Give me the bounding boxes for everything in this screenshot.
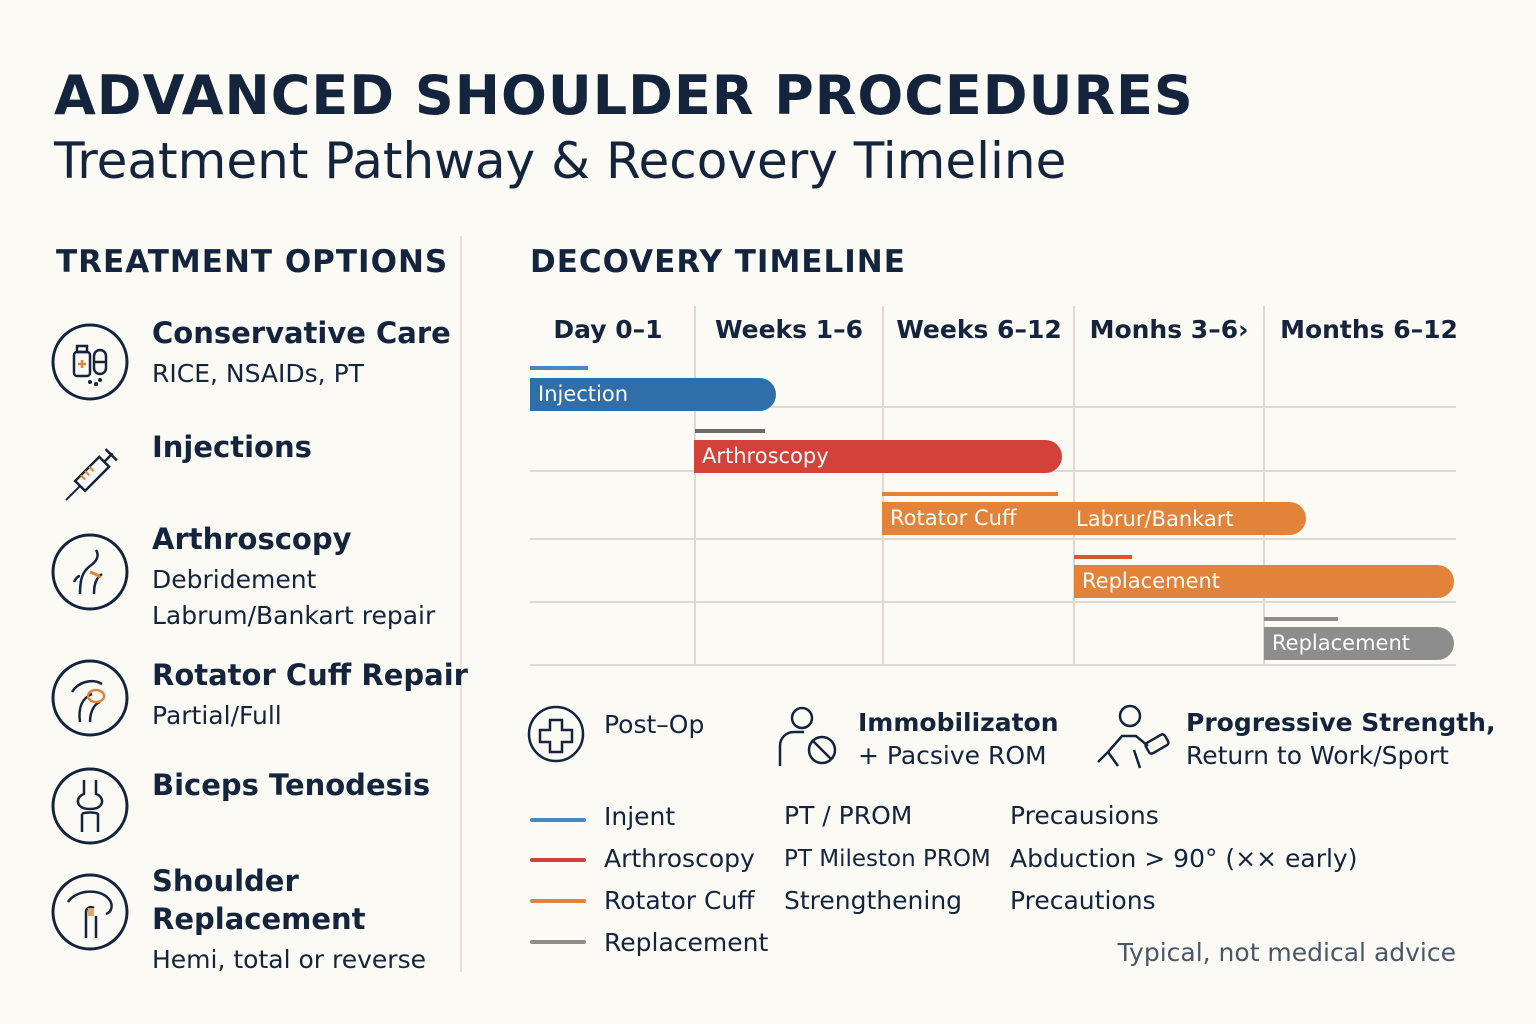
grid-line xyxy=(1263,306,1265,666)
grid-line xyxy=(530,601,1456,603)
phase-title: Post–Op xyxy=(604,710,705,739)
knee-joint-icon xyxy=(50,766,130,846)
legend-label: Injent xyxy=(604,802,676,831)
timeline-bar-injection: Injection xyxy=(530,378,776,411)
treatment-name: Arthroscopy xyxy=(152,522,352,556)
phase-tick xyxy=(695,429,765,433)
legend-col3: Precausions xyxy=(1010,801,1159,830)
disclaimer-note: Typical, not medical advice xyxy=(1117,938,1456,967)
timeline-bar-replacement: Replacement xyxy=(1074,565,1454,598)
treatment-name: Injections xyxy=(152,430,312,464)
phase-tick xyxy=(1264,617,1338,621)
timeline-column-header: Weeks 1–6 xyxy=(714,315,864,344)
grid-line xyxy=(530,406,1456,408)
legend-swatch xyxy=(530,940,586,944)
legend-label: Arthroscopy xyxy=(604,844,755,873)
phase-title: Immobilizaton xyxy=(858,708,1059,737)
legend-label: Rotator Cuff xyxy=(604,886,755,915)
legend-col3: Abduction > 90° (×× early) xyxy=(1010,844,1358,873)
phase-tick xyxy=(1074,555,1132,559)
treatment-desc: RICE, NSAIDs, PT xyxy=(152,359,364,388)
treatment-desc: Partial/Full xyxy=(152,701,282,730)
grid-line xyxy=(530,538,1456,540)
phase-subtitle: Return to Work/Sport xyxy=(1186,741,1449,770)
legend-swatch xyxy=(530,899,586,903)
grid-line xyxy=(1073,306,1075,666)
shoulder-joint-icon xyxy=(50,872,130,952)
treatment-name-line: Replacement xyxy=(152,902,366,936)
recovery-timeline-heading: DECOVERY TIMELINE xyxy=(530,244,906,280)
timeline-bar-label: Labrur/Bankart xyxy=(1076,507,1234,531)
treatment-name: Rotator Cuff Repair xyxy=(152,658,468,692)
grid-line xyxy=(882,306,884,666)
grid-line xyxy=(530,664,1456,666)
timeline-column-header: Day 0–1 xyxy=(553,315,663,344)
legend-swatch xyxy=(530,858,586,862)
syringe-icon xyxy=(50,436,130,516)
treatment-name-line: Shoulder xyxy=(152,864,299,898)
treatment-desc: Debridement xyxy=(152,565,317,594)
phase-tick xyxy=(530,366,588,370)
column-divider xyxy=(460,236,462,972)
legend-col2: PT Mileston PROM xyxy=(784,846,991,872)
arthroscopy-joint-icon xyxy=(50,532,130,612)
phase-tick xyxy=(882,492,1058,496)
legend-swatch xyxy=(530,818,586,822)
medical-cross-icon xyxy=(526,700,592,776)
page-subtitle: Treatment Pathway & Recovery Timeline xyxy=(54,132,1067,190)
legend-col2: Strengthening xyxy=(784,886,963,915)
legend-col3: Precautions xyxy=(1010,886,1156,915)
grid-line xyxy=(694,306,696,666)
person-exercise-icon xyxy=(1094,700,1170,776)
treatment-desc: Labrum/Bankart repair xyxy=(152,601,436,630)
rotator-cuff-icon xyxy=(50,658,130,738)
timeline-bar-replacement-late: Replacement xyxy=(1264,627,1454,660)
treatment-name: Conservative Care xyxy=(152,316,451,350)
medication-icon xyxy=(50,322,130,402)
timeline-bar-rotator-cuff: Rotator Cuff xyxy=(882,502,1306,535)
phase-subtitle: + Pacsive ROM xyxy=(858,741,1047,770)
page-title: ADVANCED SHOULDER PROCEDURES xyxy=(54,64,1194,127)
treatment-desc: Hemi, total or reverse xyxy=(152,945,426,974)
timeline-column-header: Monhs 3–6› xyxy=(1089,315,1249,344)
timeline-bar-arthroscopy: Arthroscopy xyxy=(694,440,1062,473)
treatment-options-heading: TREATMENT OPTIONS xyxy=(56,244,449,280)
legend-label: Replacement xyxy=(604,928,769,957)
timeline-column-header: Weeks 6–12 xyxy=(896,315,1062,344)
person-immobilization-icon xyxy=(776,700,842,776)
timeline-column-header: Months 6–12 xyxy=(1280,315,1458,344)
treatment-name: Biceps Tenodesis xyxy=(152,768,431,802)
phase-title: Progressive Strength, xyxy=(1186,708,1496,737)
legend-col2: PT / PROM xyxy=(784,801,913,830)
